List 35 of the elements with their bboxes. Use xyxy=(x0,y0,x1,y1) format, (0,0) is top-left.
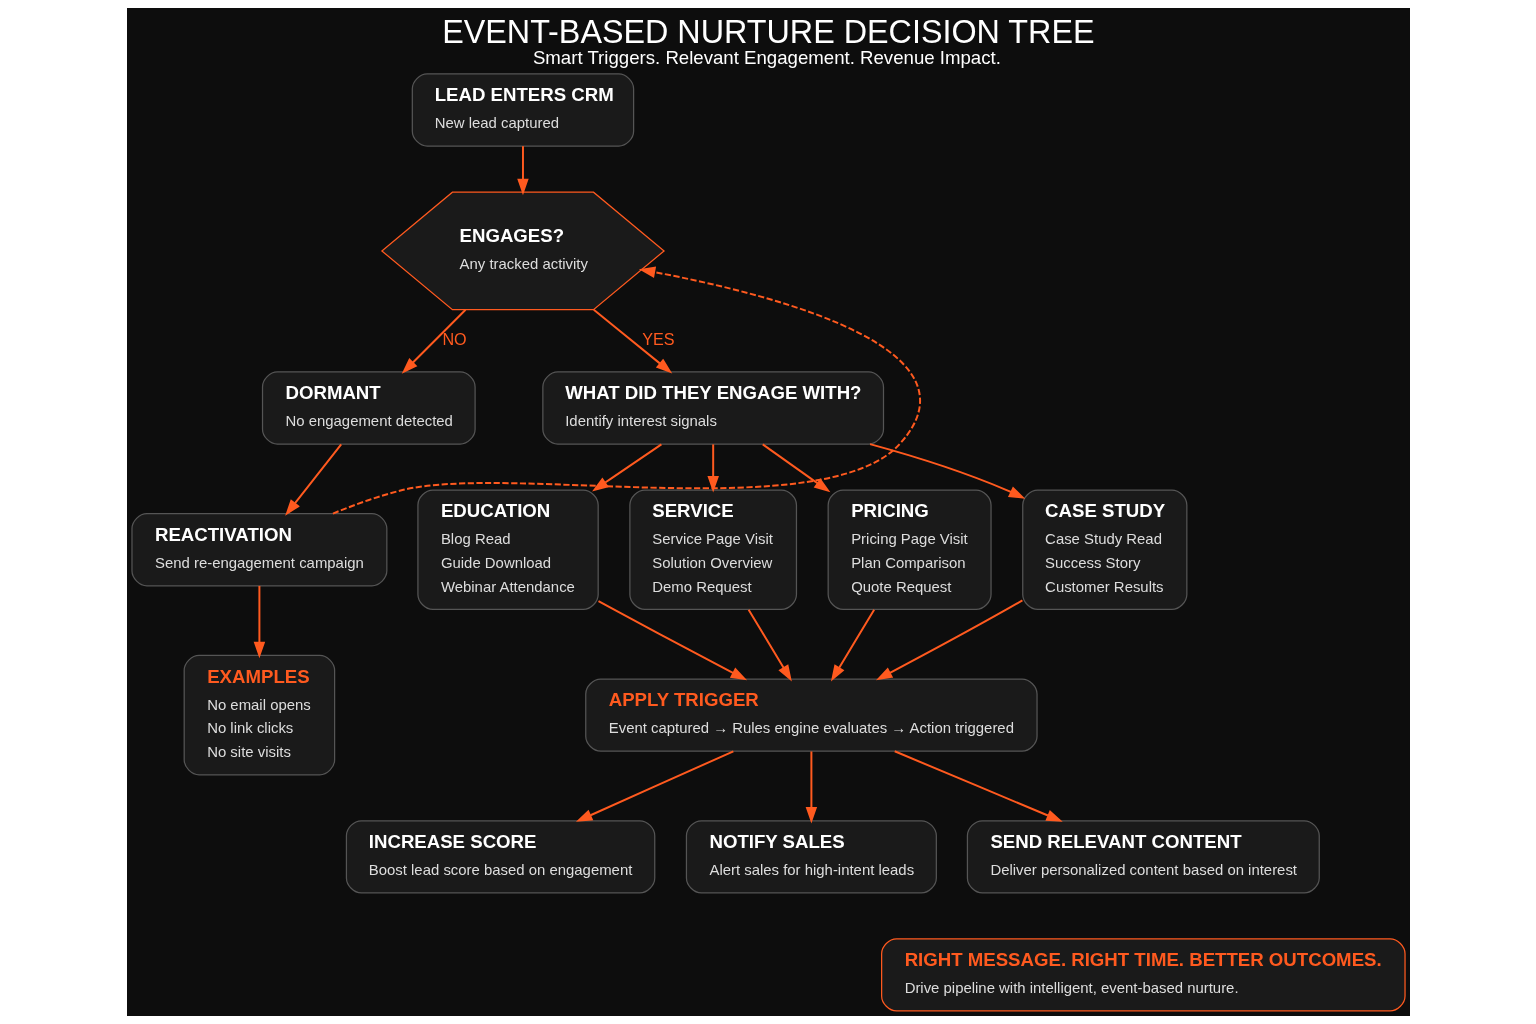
node-box: EXAMPLES No email opens No link clicks No site visits xyxy=(183,654,335,776)
node-box: APPLY TRIGGER Event captured → Rules engine evaluates → Action triggered xyxy=(584,678,1038,752)
arrow xyxy=(401,308,467,374)
arrow xyxy=(284,443,342,516)
node-box: RIGHT MESSAGE. RIGHT TIME. BETTER OUTCOMES. Drive pipeline with intelligent, event-based nurture. xyxy=(880,938,1406,1012)
arrow xyxy=(592,308,672,374)
caption: Smart Triggers. Relevant Engagement. Revenue Impact. xyxy=(532,47,1001,68)
node-box: CASE STUDY Case Study Read Success Story Customer Results xyxy=(1021,489,1187,611)
node-box: LEAD ENTERS CRM New lead captured xyxy=(411,73,634,147)
node-box: NOTIFY SALES Alert sales for high-intent leads xyxy=(685,820,937,894)
arrow xyxy=(875,599,1023,681)
node-box: INCREASE SCORE Boost lead score based on engagement xyxy=(345,820,655,894)
diagram-title: EVENT-BASED NURTURE DECISION TREE xyxy=(441,13,1095,50)
arrow xyxy=(893,750,1063,822)
arrow xyxy=(706,443,719,493)
arrow xyxy=(253,584,265,659)
edge-label: NO xyxy=(441,330,467,349)
node-box: PRICING Pricing Page Visit Plan Comparison Quote Request xyxy=(827,489,992,611)
node-box: WHAT DID THEY ENGAGE WITH? Identify interest signals xyxy=(541,371,884,445)
arrow xyxy=(516,145,529,196)
arrow xyxy=(597,600,747,681)
arrow xyxy=(591,443,662,492)
arrow xyxy=(747,608,792,682)
arrow xyxy=(761,443,830,493)
node-box: SERVICE Service Page Visit Solution Overview Demo Request xyxy=(628,489,797,611)
node-box: SEND RELEVANT CONTENT Deliver personalized content based on interest xyxy=(966,820,1320,894)
arrow xyxy=(868,443,1025,499)
arrow xyxy=(331,266,921,515)
edge-label: YES xyxy=(641,330,675,349)
arrow xyxy=(830,608,875,682)
arrow xyxy=(575,750,734,822)
node-box: EDUCATION Blog Read Guide Download Webinar Attendance xyxy=(416,489,599,611)
arrow xyxy=(805,750,817,824)
node-box: DORMANT No engagement detected xyxy=(261,371,476,445)
node-box: REACTIVATION Send re-engagement campaign xyxy=(130,513,387,587)
